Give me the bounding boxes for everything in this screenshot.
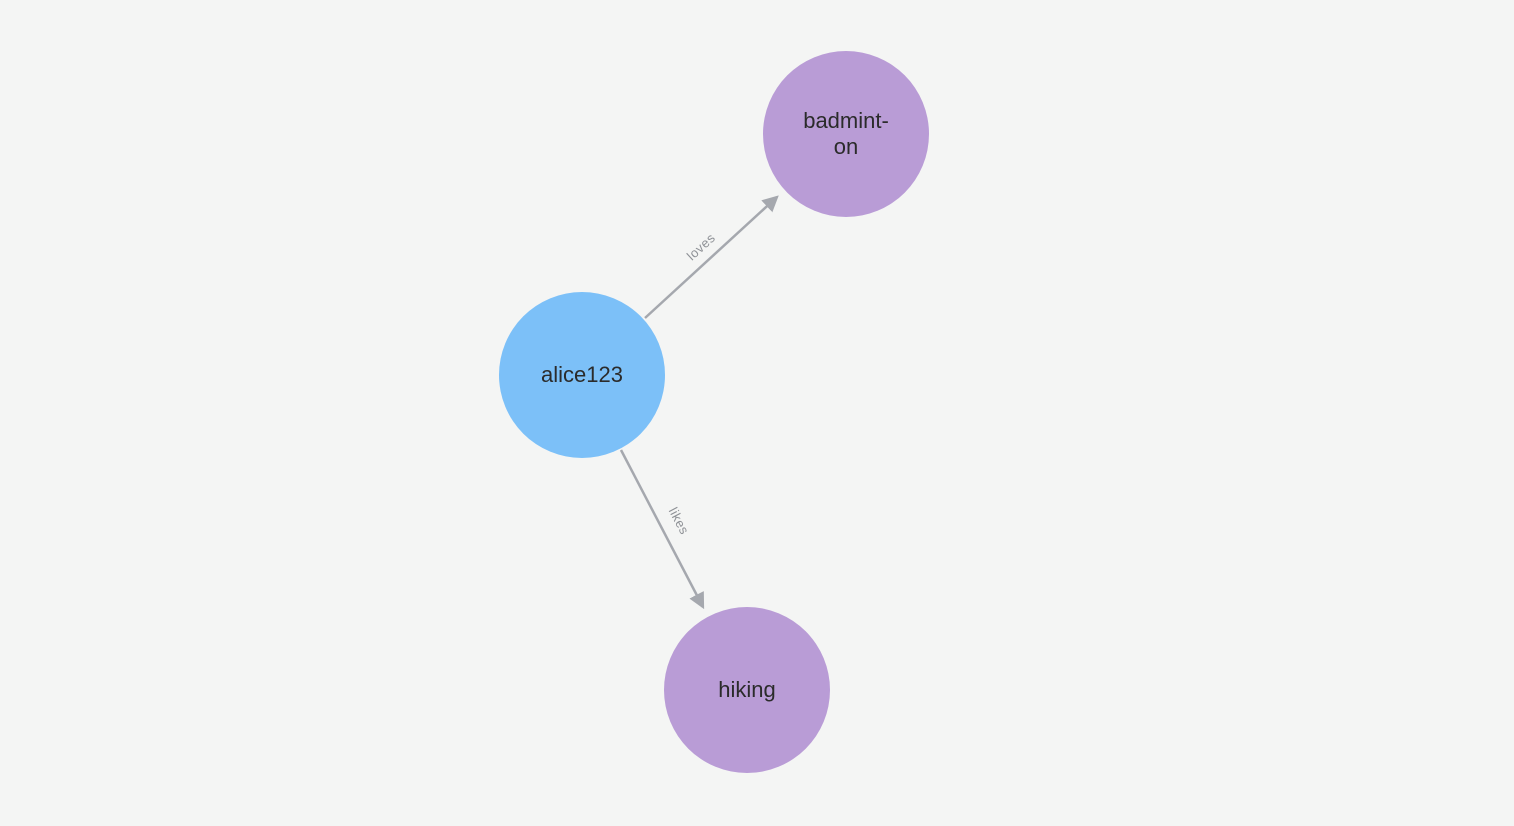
node-hiking-label: hiking — [718, 677, 776, 702]
edge-likes-line[interactable] — [619, 449, 705, 610]
node-alice123-label: alice123 — [541, 362, 623, 387]
node-badminton[interactable]: badmint- on — [763, 51, 929, 217]
edge-loves-line[interactable] — [644, 195, 779, 319]
node-hiking[interactable]: hiking — [664, 607, 830, 773]
edge-likes[interactable]: likes — [619, 449, 705, 610]
edge-likes-label[interactable]: likes — [666, 505, 693, 537]
edge-loves-label[interactable]: loves — [684, 230, 718, 263]
edge-loves[interactable]: loves — [644, 195, 779, 319]
node-badminton-label: badmint- on — [803, 108, 889, 159]
node-alice123[interactable]: alice123 — [499, 292, 665, 458]
